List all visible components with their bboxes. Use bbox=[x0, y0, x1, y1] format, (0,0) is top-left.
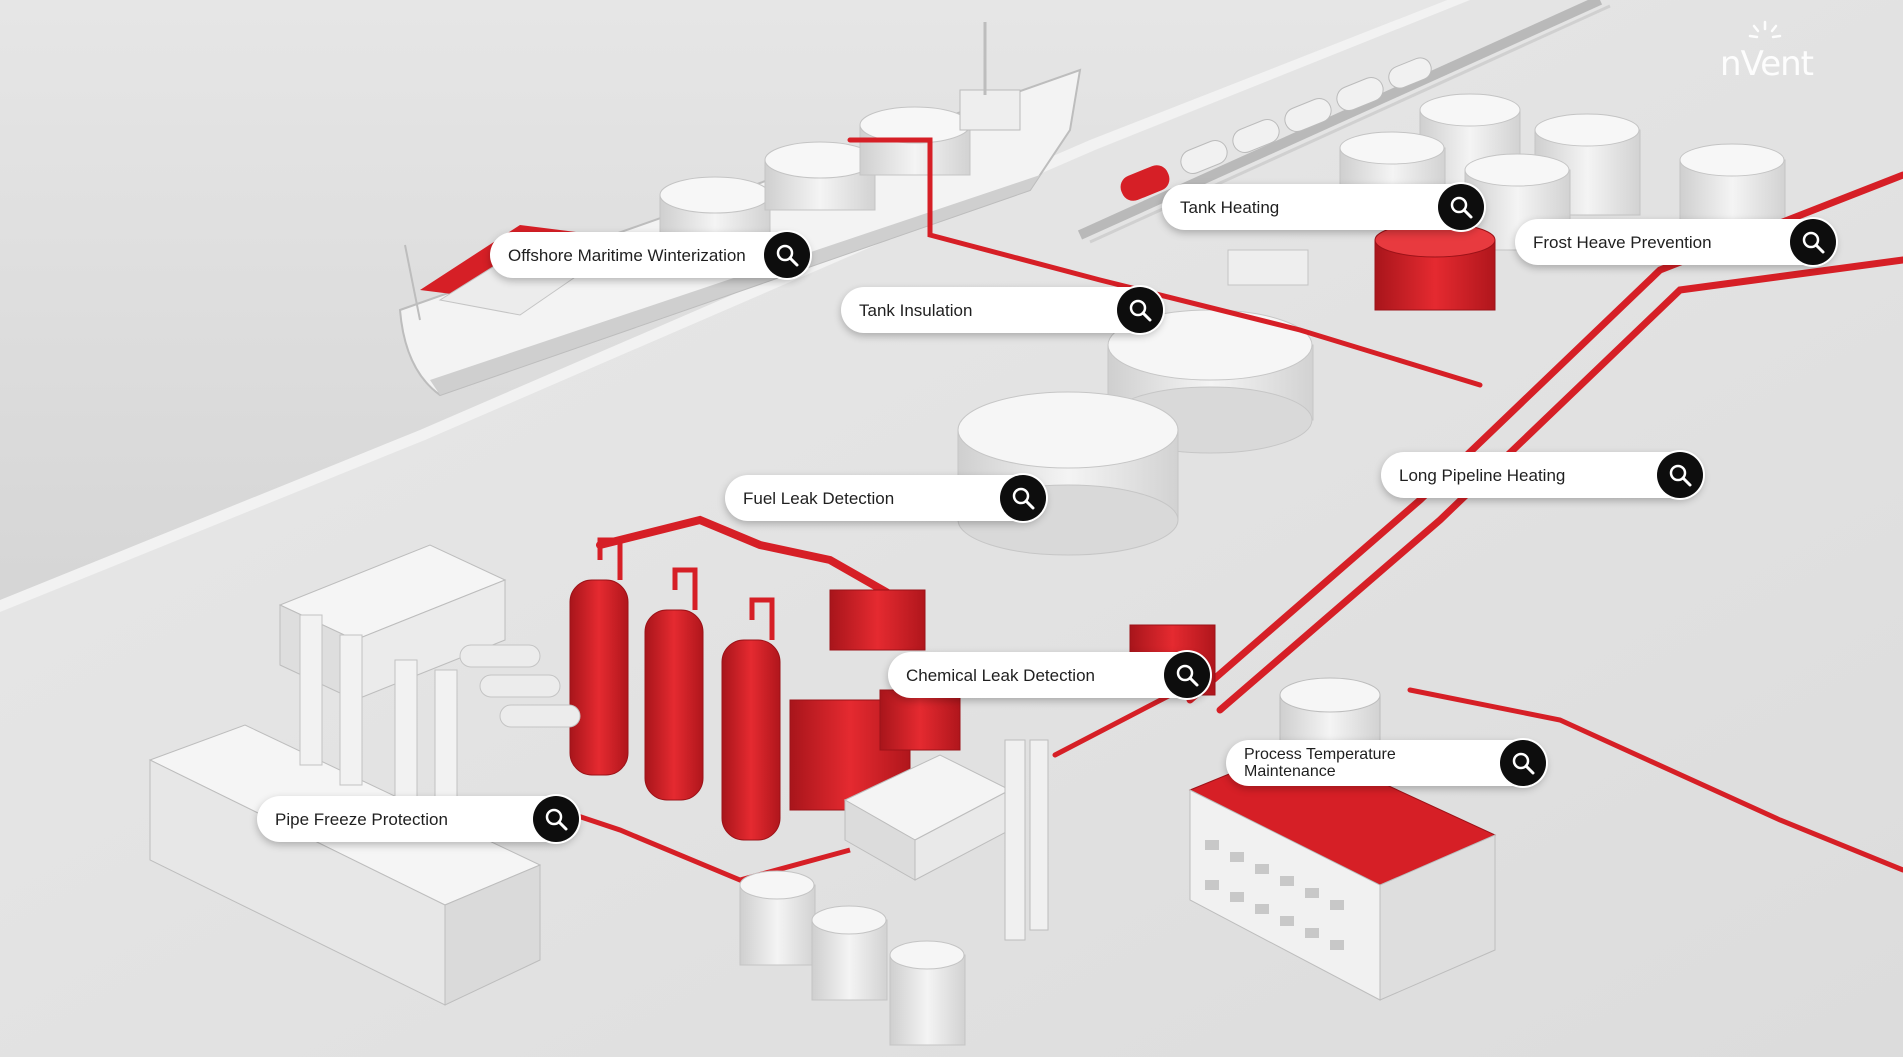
hotspot-tank-heating[interactable]: Tank Heating bbox=[1162, 184, 1484, 230]
search-icon[interactable] bbox=[1500, 740, 1546, 786]
hotspot-label: Long Pipeline Heating bbox=[1399, 465, 1566, 485]
search-icon[interactable] bbox=[533, 796, 579, 842]
hotspot-long-pipeline-heating[interactable]: Long Pipeline Heating bbox=[1381, 452, 1703, 498]
hotspot-tank-insulation[interactable]: Tank Insulation bbox=[841, 287, 1163, 333]
sunburst-logo-icon bbox=[1748, 20, 1782, 39]
hotspot-chemical-leak-detection[interactable]: Chemical Leak Detection bbox=[888, 652, 1210, 698]
search-icon[interactable] bbox=[1164, 652, 1210, 698]
hotspot-offshore-maritime-winterization[interactable]: Offshore Maritime Winterization bbox=[490, 232, 810, 278]
search-icon[interactable] bbox=[1000, 475, 1046, 521]
hotspot-label: Frost Heave Prevention bbox=[1533, 232, 1712, 252]
hotspot-label: Process Temperature Maintenance bbox=[1244, 746, 1396, 780]
hotspot-label: Pipe Freeze Protection bbox=[275, 809, 448, 829]
hotspot-label: Chemical Leak Detection bbox=[906, 665, 1095, 685]
hotspot-label: Offshore Maritime Winterization bbox=[508, 245, 746, 265]
hotspot-frost-heave-prevention[interactable]: Frost Heave Prevention bbox=[1515, 219, 1836, 265]
hotspot-label: Tank Insulation bbox=[859, 300, 973, 320]
hotspot-pipe-freeze-protection[interactable]: Pipe Freeze Protection bbox=[257, 796, 579, 842]
hotspot-label: Fuel Leak Detection bbox=[743, 488, 895, 508]
search-icon[interactable] bbox=[1657, 452, 1703, 498]
nvent-logo: nVent bbox=[1720, 20, 1814, 84]
search-icon[interactable] bbox=[1438, 184, 1484, 230]
hotspot-label: Tank Heating bbox=[1180, 197, 1280, 217]
hotspot-fuel-leak-detection[interactable]: Fuel Leak Detection bbox=[725, 475, 1046, 521]
search-icon[interactable] bbox=[1117, 287, 1163, 333]
search-icon[interactable] bbox=[1790, 219, 1836, 265]
logo-wordmark: nVent bbox=[1720, 44, 1814, 84]
hotspot-process-temperature-maintenance[interactable]: Process Temperature Maintenance bbox=[1226, 740, 1546, 786]
search-icon[interactable] bbox=[764, 232, 810, 278]
